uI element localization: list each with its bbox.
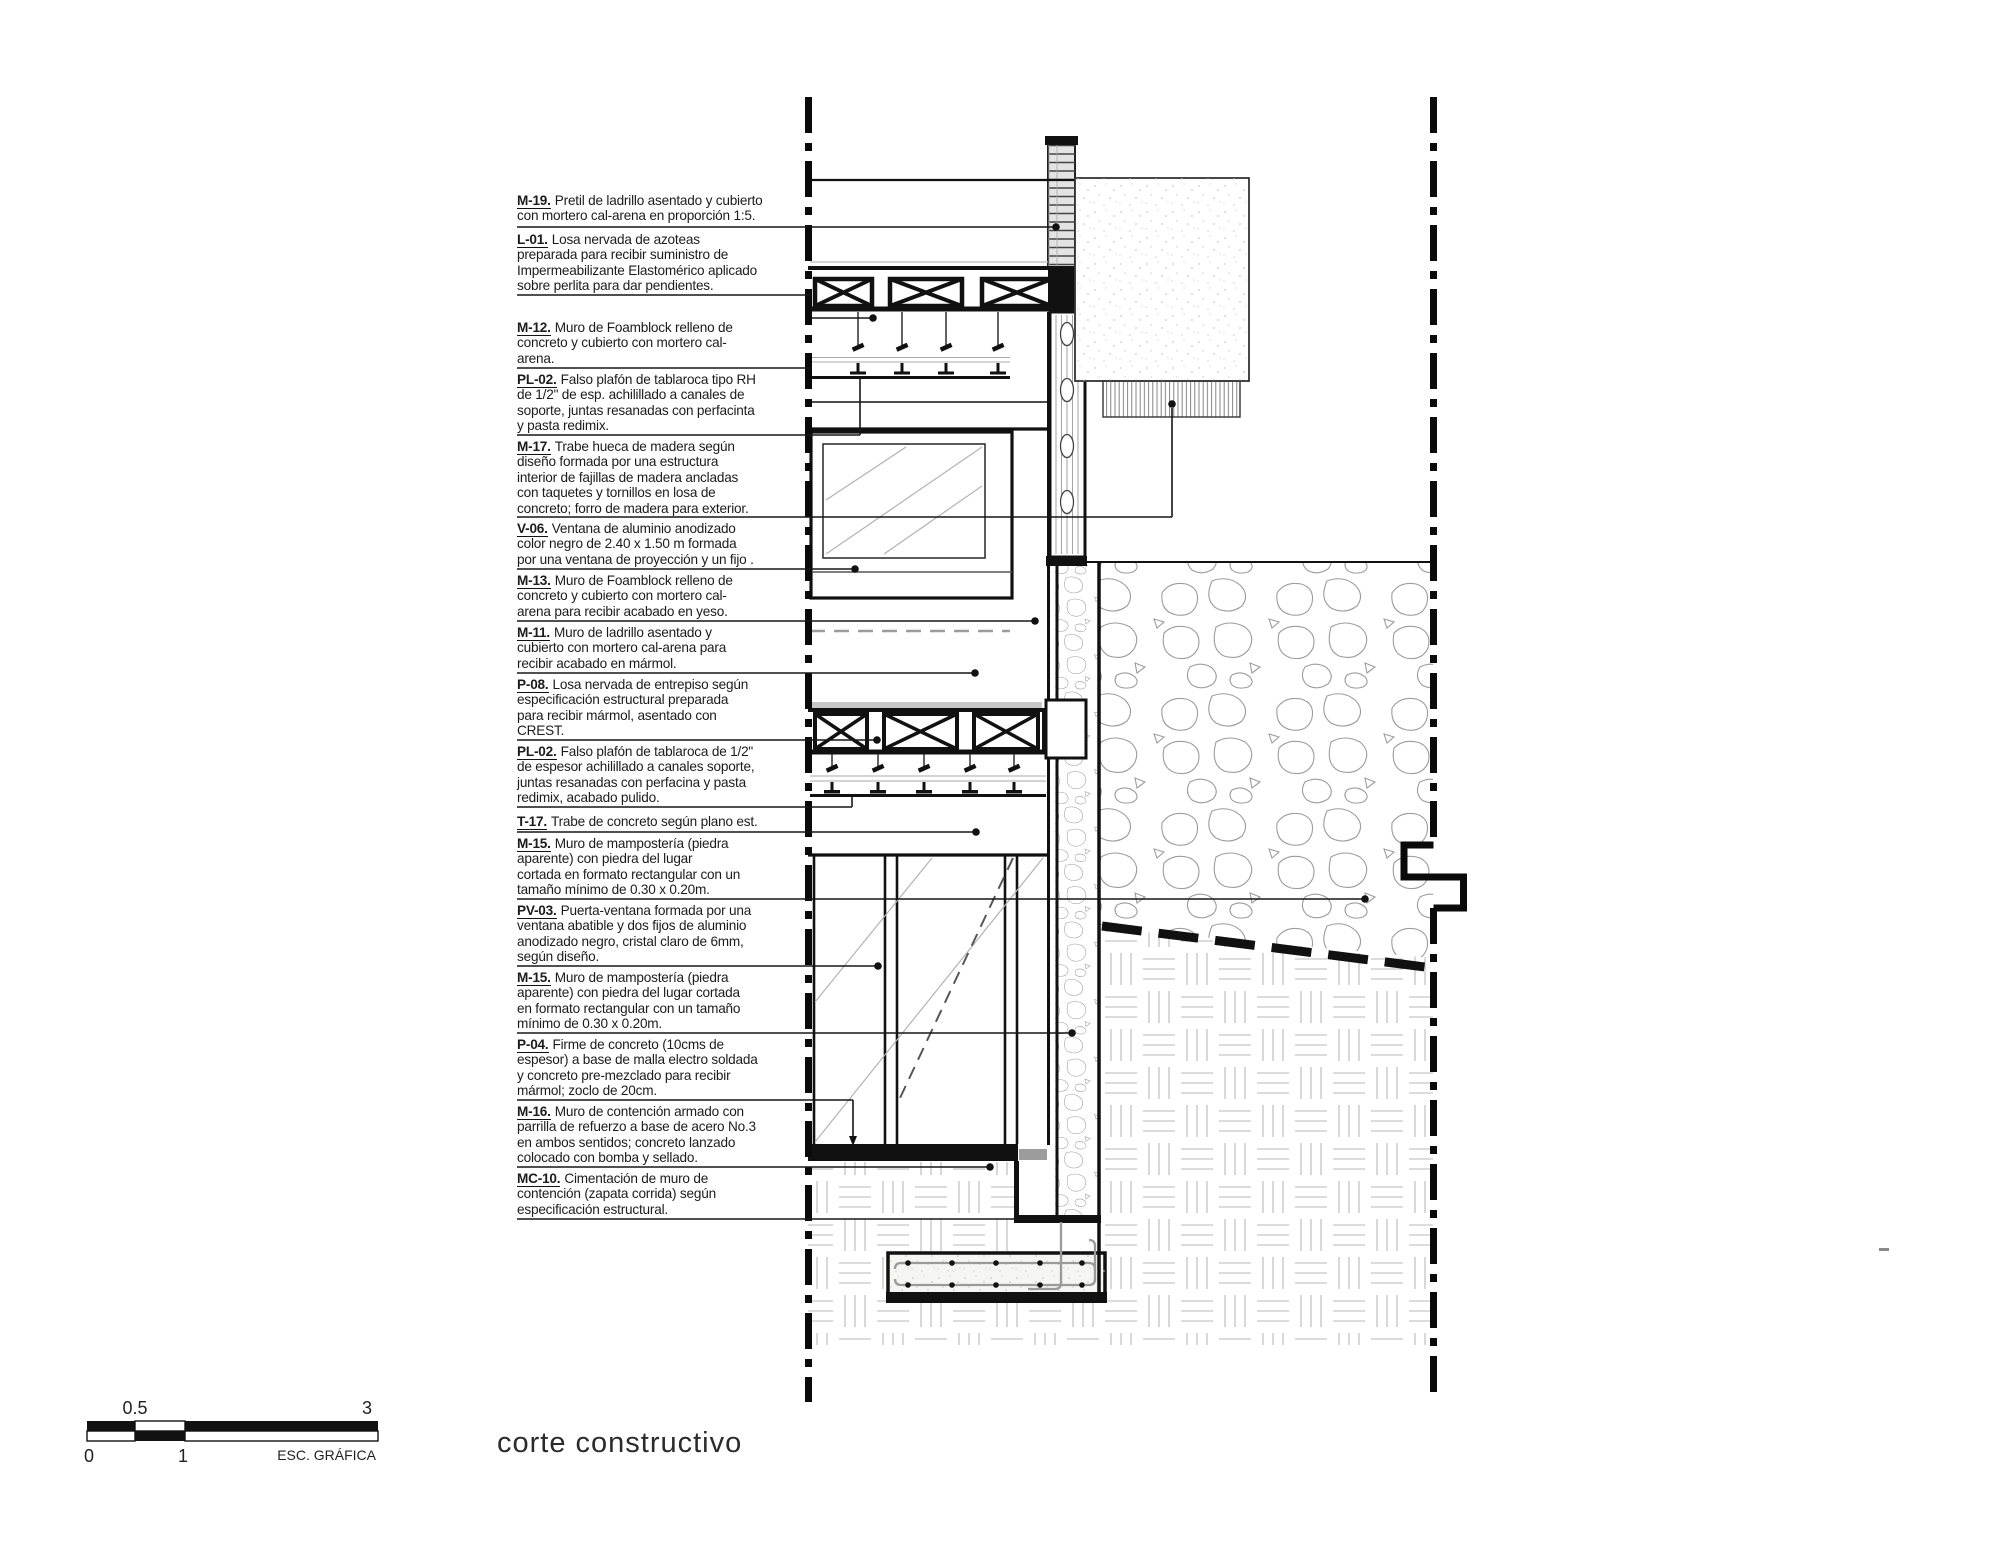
graphic-scale-bar: 0.5 3 0 1 ESC. GRÁFICA xyxy=(84,1398,379,1466)
door-window-pv03 xyxy=(808,853,1048,1144)
rebar-sections xyxy=(905,1260,1085,1288)
note-m17: M-17.Trabe hueca de madera según diseño … xyxy=(517,439,749,516)
note-v06: V-06.Ventana de aluminio anodizado color… xyxy=(517,521,754,567)
note-m15-lower: M-15.Muro de mampostería (piedra aparent… xyxy=(517,970,741,1032)
note-m19: M-19.Pretil de ladrillo asentado y cubie… xyxy=(517,193,763,224)
scale-label-0: 0 xyxy=(84,1446,94,1466)
exterior-roof-volume xyxy=(1074,177,1433,563)
suspended-ceiling-pl02-upper xyxy=(810,312,1010,379)
note-m16: M-16.Muro de contención armado con parri… xyxy=(517,1104,756,1166)
leader-arrowhead xyxy=(849,1136,857,1146)
note-pv03: PV-03.Puerta-ventana formada por una ven… xyxy=(517,903,752,965)
note-l01: L-01.Losa nervada de azoteas preparada p… xyxy=(517,232,758,294)
suspended-ceiling-pl02-lower xyxy=(810,754,1046,797)
floor-slab-p04 xyxy=(808,1144,1047,1216)
scale-label-0-5: 0.5 xyxy=(122,1398,147,1418)
note-m11: M-11.Muro de ladrillo asentado y cubiert… xyxy=(517,625,727,671)
stone-fill-cobble-hatch xyxy=(1100,562,1433,958)
leader-dots xyxy=(849,223,1369,1223)
note-m15-upper: M-15.Muro de mampostería (piedra aparent… xyxy=(517,836,741,898)
scale-label-1: 1 xyxy=(178,1446,188,1466)
roof-slab-l01 xyxy=(808,178,1086,312)
note-mc10: MC-10.Cimentación de muro de contención … xyxy=(517,1171,716,1217)
note-m12: M-12.Muro de Foamblock relleno de concre… xyxy=(517,320,733,366)
note-m13: M-13.Muro de Foamblock relleno de concre… xyxy=(517,573,733,619)
leader-lines xyxy=(517,226,1362,1220)
stray-tick-mark xyxy=(1879,1248,1889,1251)
note-p04: P-04.Firme de concreto (10cms de espesor… xyxy=(517,1037,758,1099)
scale-caption: ESC. GRÁFICA xyxy=(277,1447,376,1463)
floor-slab-p08 xyxy=(808,698,1088,760)
note-pl02-lower: PL-02.Falso plafón de tablaroca de 1/2" … xyxy=(517,744,755,806)
note-pl02-upper: PL-02.Falso plafón de tablaroca tipo RH … xyxy=(517,372,756,434)
drawing-title: corte constructivo xyxy=(497,1427,742,1459)
retaining-wall-m16 xyxy=(1014,565,1101,1253)
scale-label-3: 3 xyxy=(362,1398,372,1418)
note-p08: P-08.Losa nervada de entrepiso según esp… xyxy=(517,677,749,739)
section-cut-lines xyxy=(805,97,1467,1402)
note-t17: T-17.Trabe de concreto según plano est. xyxy=(517,814,758,830)
footing-mc10 xyxy=(886,1222,1107,1303)
parapet-m19 xyxy=(1045,136,1078,269)
window-v06 xyxy=(808,401,1048,600)
